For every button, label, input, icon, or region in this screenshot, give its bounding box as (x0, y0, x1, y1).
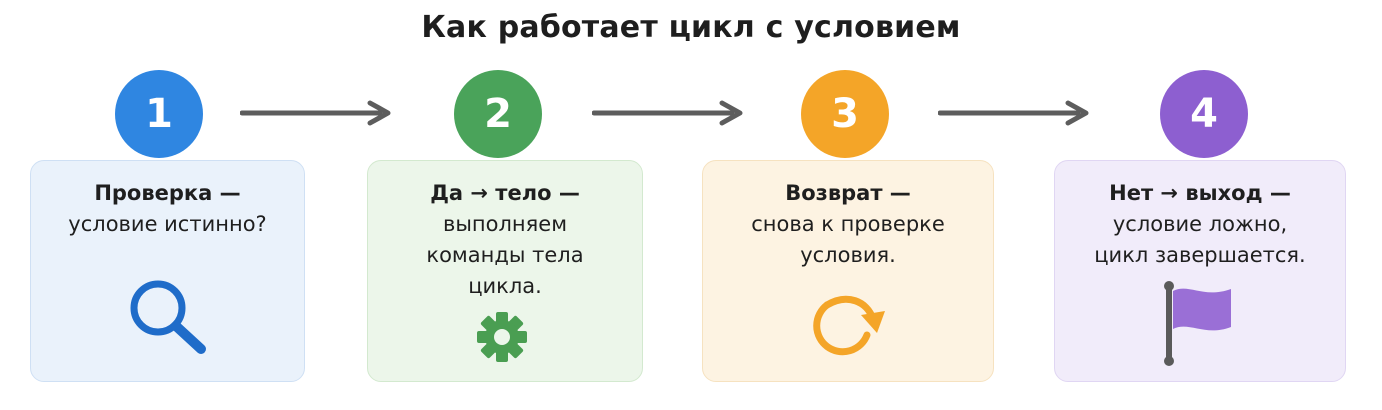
loop-arrow-icon (813, 295, 885, 356)
step-4-line-2: цикл завершается. (1094, 243, 1306, 267)
step-1-badge: 1 (115, 70, 203, 158)
step-2-text: Да → тело — выполняем команды тела цикла… (376, 178, 634, 302)
step-3-text: Возврат — снова к проверке условия. (711, 178, 985, 271)
step-3-card: Возврат — снова к проверке условия. (702, 160, 994, 382)
step-2-line-1: выполняем (442, 212, 568, 236)
page-title: Как работает цикл с условием (421, 10, 961, 45)
step-3-badge: 3 (801, 70, 889, 158)
step-4-card: Нет → выход — условие ложно, цикл заверш… (1054, 160, 1346, 382)
arrow-1-to-2 (240, 100, 391, 126)
step-1-line-1: условие истинно? (68, 212, 267, 236)
step-2-line-3: цикла. (468, 274, 542, 298)
arrow-3-to-4 (938, 100, 1089, 126)
flag-icon (1164, 281, 1231, 366)
step-3-line-2: условия. (800, 243, 896, 267)
step-4-text: Нет → выход — условие ложно, цикл заверш… (1063, 178, 1337, 271)
step-4-heading: Нет → выход — (1109, 181, 1291, 205)
step-2-card: Да → тело — выполняем команды тела цикла… (367, 160, 643, 382)
step-1-card: Проверка — условие истинно? (30, 160, 305, 382)
step-3-heading: Возврат — (785, 181, 911, 205)
magnifier-icon (130, 280, 206, 354)
step-1-text: Проверка — условие истинно? (39, 178, 296, 240)
step-2-line-2: команды тела (426, 243, 584, 267)
arrow-2-to-3 (592, 100, 743, 126)
step-4-line-1: условие ложно, (1112, 212, 1288, 236)
gear-icon (477, 312, 527, 362)
step-4-badge: 4 (1160, 70, 1248, 158)
step-2-heading: Да → тело — (430, 181, 580, 205)
step-2-badge: 2 (454, 70, 542, 158)
step-3-line-1: снова к проверке (751, 212, 945, 236)
step-1-heading: Проверка — (94, 181, 241, 205)
